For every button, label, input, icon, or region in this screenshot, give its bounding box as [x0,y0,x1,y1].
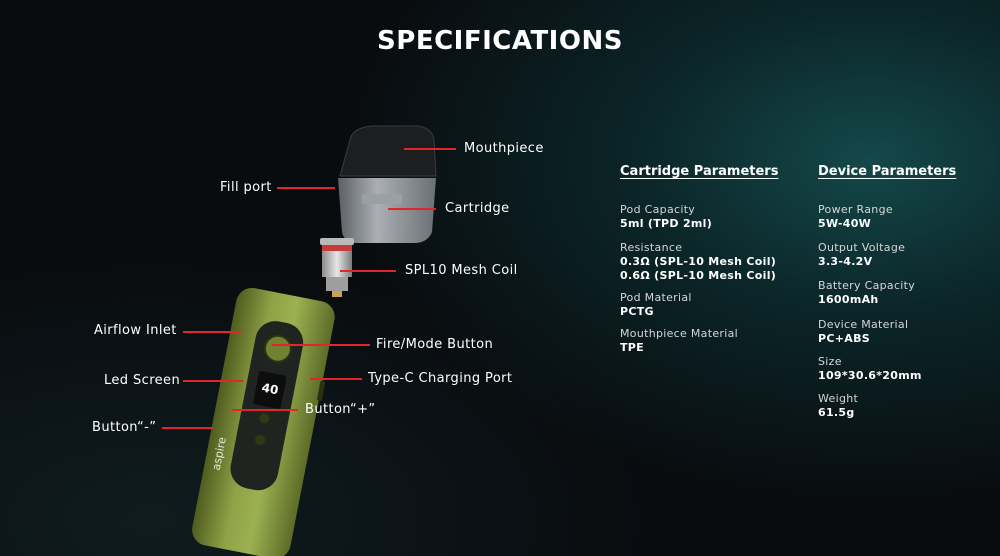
spec-value: PCTG [620,305,654,318]
device-spec-output-voltage: Output Voltage 3.3-4.2V [818,241,905,269]
mouthpiece-line [404,148,456,150]
spec-value: PC+ABS [818,332,870,345]
airflow-label: Airflow Inlet [94,323,177,338]
plus-button-shape [259,413,270,424]
spec-value: 5W-40W [818,217,872,230]
type-c-label: Type-C Charging Port [368,371,513,386]
fill-port-label: Fill port [220,180,272,195]
spec-value: 0.3Ω (SPL-10 Mesh Coil) [620,255,777,268]
screen-reading: 40 [261,381,280,398]
pod-shape [338,178,436,243]
button-plus-label: Button“+” [305,402,376,417]
button-plus-line [232,409,298,411]
coil-line [340,270,396,272]
cartridge-spec-pod-capacity: Pod Capacity 5ml (TPD 2ml) [620,203,712,231]
spec-value: 1600mAh [818,293,879,306]
spec-value: 61.5g [818,406,855,419]
device-spec-battery-capacity: Battery Capacity 1600mAh [818,279,915,307]
cartridge-drawing [338,125,437,243]
fire-button-shape [263,334,292,363]
coil-label: SPL10 Mesh Coil [405,263,518,278]
spec-label: Pod Capacity [620,203,696,216]
fill-port-line [277,187,335,189]
spec-label: Power Range [818,203,893,216]
cartridge-spec-resistance: Resistance 0.3Ω (SPL-10 Mesh Coil) 0.6Ω … [620,241,776,283]
button-minus-label: Button“-” [92,420,157,435]
spec-label: Resistance [620,241,683,254]
minus-button-shape [255,435,266,446]
spec-value: 109*30.6*20mm [818,369,922,382]
cartridge-params-heading: Cartridge Parameters [620,164,779,179]
button-minus-line [162,427,214,429]
spec-label: Battery Capacity [818,279,916,292]
device-spec-device-material: Device Material PC+ABS [818,318,908,346]
fire-button-line [272,344,370,346]
pod-window [362,194,402,204]
coil-drawing [320,238,354,297]
spec-value: 5ml (TPD 2ml) [620,217,713,230]
led-screen-line [183,380,243,382]
spec-value: TPE [620,341,644,354]
device-params-heading: Device Parameters [818,164,957,179]
type-c-line [310,378,362,380]
cartridge-spec-pod-material: Pod Material PCTG [620,291,692,319]
spec-label: Output Voltage [818,241,906,254]
mouthpiece-label: Mouthpiece [464,141,544,156]
spec-label: Pod Material [620,291,692,304]
device-spec-size: Size 109*30.6*20mm [818,355,922,383]
brand-logo: aspire [210,436,229,472]
mouthpiece-shape [339,125,437,177]
device-spec-power-range: Power Range 5W-40W [818,203,893,231]
cartridge-label: Cartridge [445,201,510,216]
spec-value: 0.6Ω (SPL-10 Mesh Coil) [620,269,777,282]
screen-shape [253,371,287,409]
spec-label: Device Material [818,318,909,331]
led-screen-label: Led Screen [104,373,181,388]
device-spec-weight: Weight 61.5g [818,392,858,420]
airflow-line [183,331,241,333]
spec-label: Mouthpiece Material [620,327,738,340]
spec-value: 3.3-4.2V [818,255,873,268]
cartridge-spec-mouthpiece-material: Mouthpiece Material TPE [620,327,738,355]
cartridge-line [388,208,436,210]
page-title: SPECIFICATIONS [377,26,623,56]
fire-button-label: Fire/Mode Button [376,337,494,352]
spec-label: Size [818,355,842,368]
spec-label: Weight [818,392,859,405]
device-body-drawing: 40 aspire [192,287,335,556]
usb-port-shape [317,380,326,401]
